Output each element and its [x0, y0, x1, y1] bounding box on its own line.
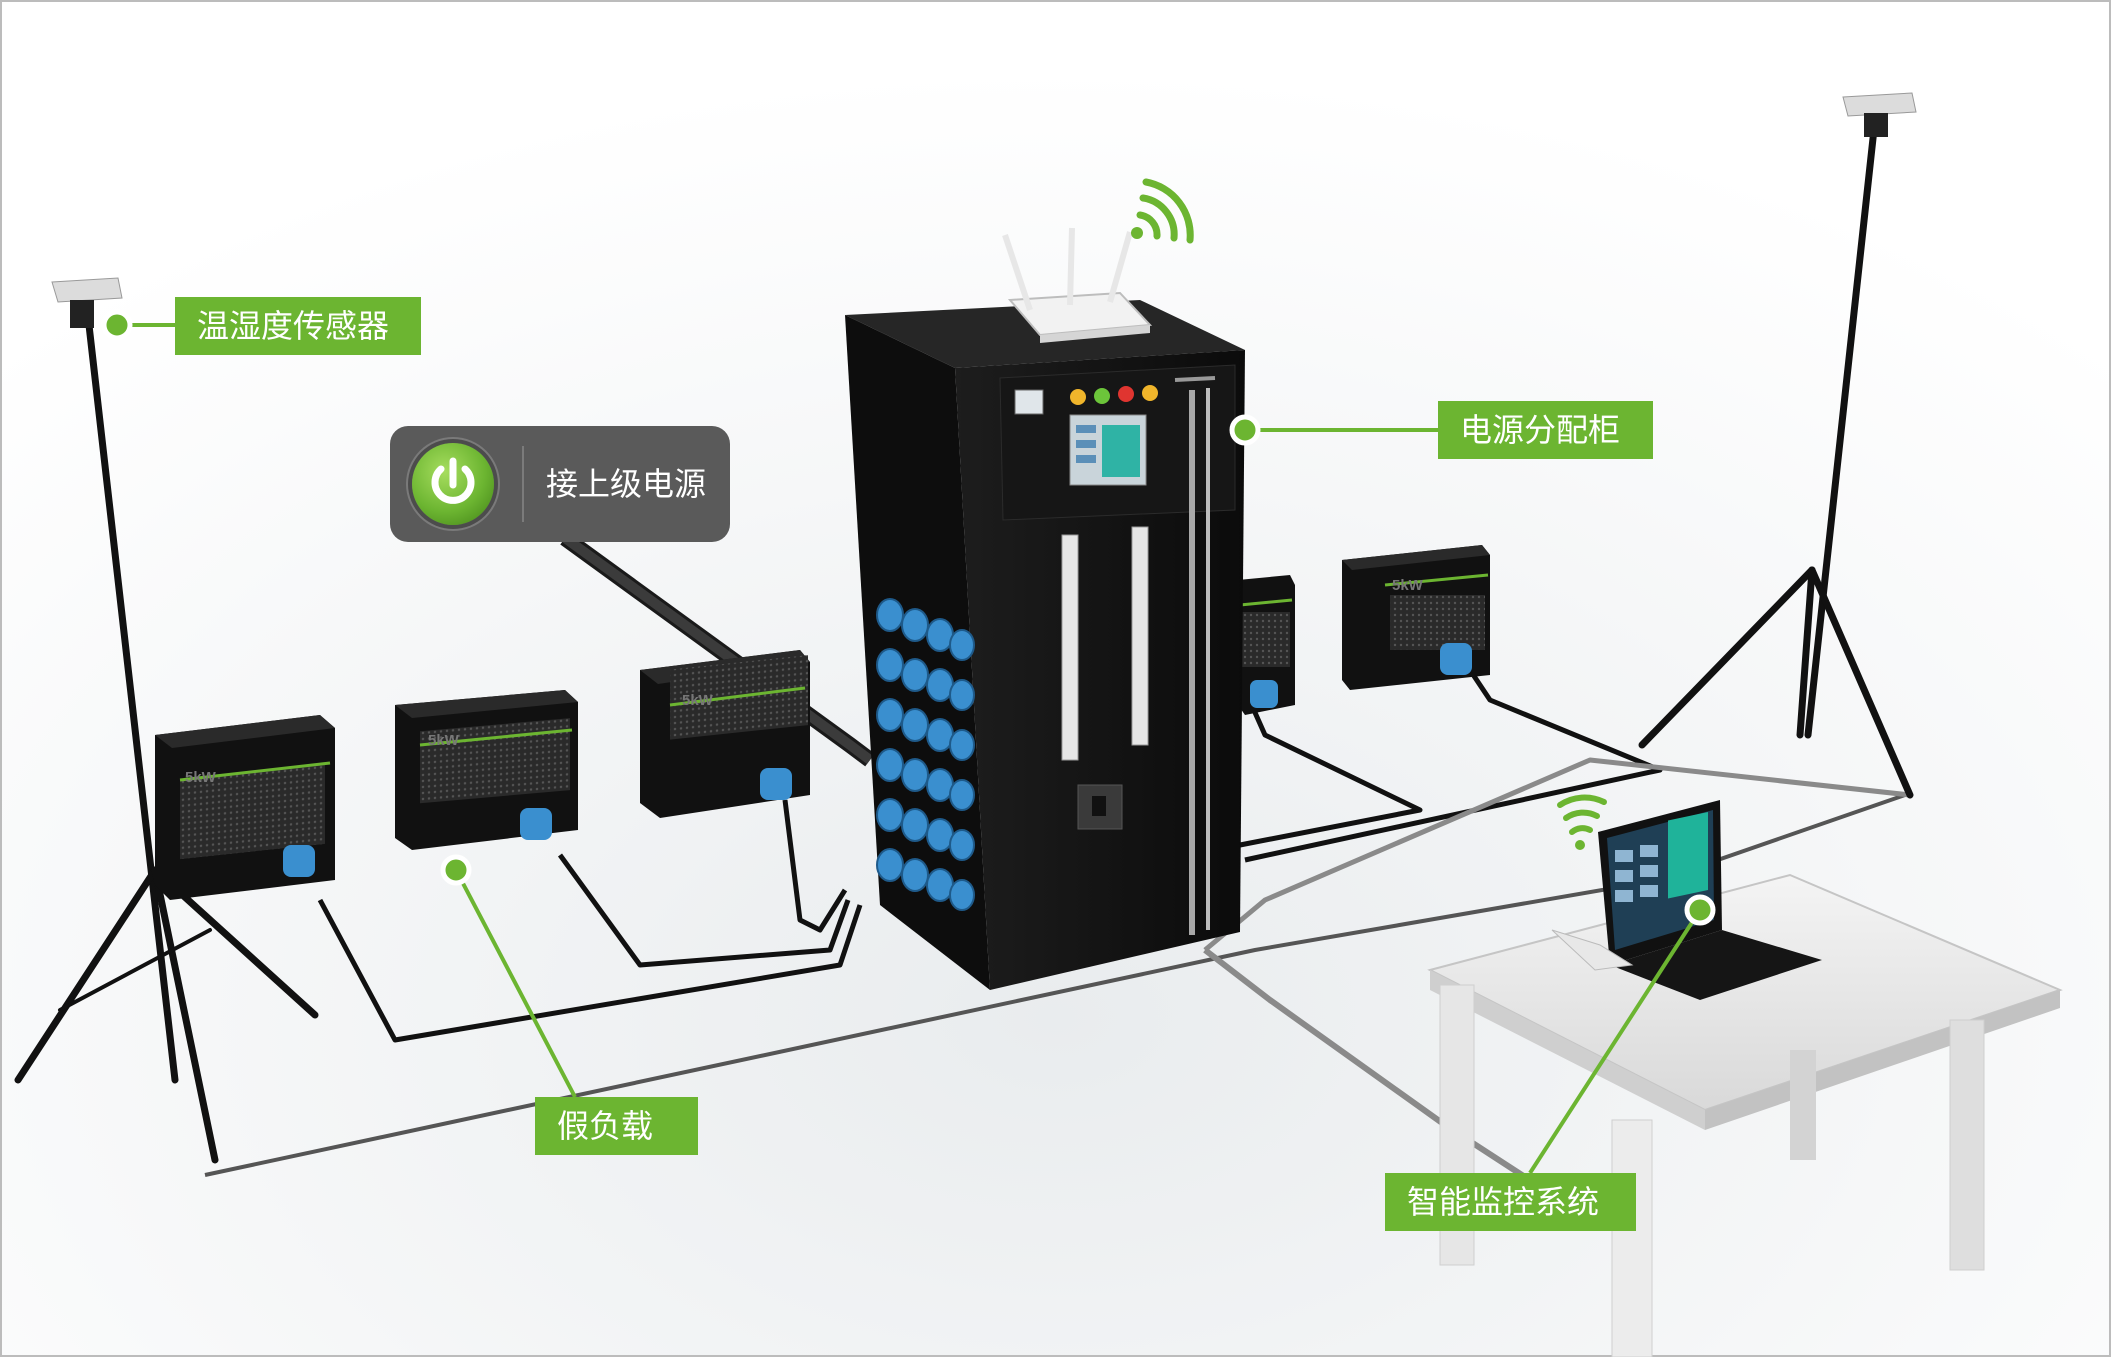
- label-power-distribution-cabinet: 电源分配柜: [1438, 401, 1653, 459]
- table: [1427, 873, 2063, 1357]
- tripod-right: [1638, 116, 1914, 799]
- power-distribution-cabinet: [845, 300, 1245, 990]
- load-box-1-rating: 5kW: [185, 769, 217, 786]
- upstream-power-badge: 接上级电源: [390, 426, 730, 542]
- load-box-3: 5kW: [640, 650, 810, 818]
- load-box-5-rating: 5kW: [1392, 577, 1424, 594]
- router: [1002, 227, 1153, 343]
- laptop-wifi-icon: [1557, 794, 1607, 850]
- load-box-2: 5kW: [395, 690, 578, 850]
- upstream-power-label: 接上级电源: [546, 465, 707, 503]
- load-box-1: 5kW: [155, 715, 335, 900]
- label-dummy-load: 假负载: [535, 1097, 698, 1155]
- label-temp-humidity-sensor: 温湿度传感器: [175, 297, 421, 355]
- load-box-2-rating: 5kW: [428, 732, 460, 749]
- load-box-5: 5kW: [1342, 545, 1490, 690]
- badge-divider: [522, 446, 524, 522]
- label-smart-monitoring-system: 智能监控系统: [1385, 1173, 1636, 1231]
- temp-sensor-right: [1842, 92, 1917, 137]
- load-box-3-rating: 5kW: [682, 692, 714, 709]
- power-icon: [431, 457, 475, 504]
- indicator-lights: [1070, 385, 1158, 405]
- power-button[interactable]: [412, 443, 494, 525]
- callout-dots: [101, 309, 1716, 926]
- load-box-4: [1238, 575, 1295, 715]
- wifi-icon: [1131, 178, 1194, 244]
- temp-sensor-left: [51, 277, 123, 328]
- side-sockets: [876, 598, 975, 911]
